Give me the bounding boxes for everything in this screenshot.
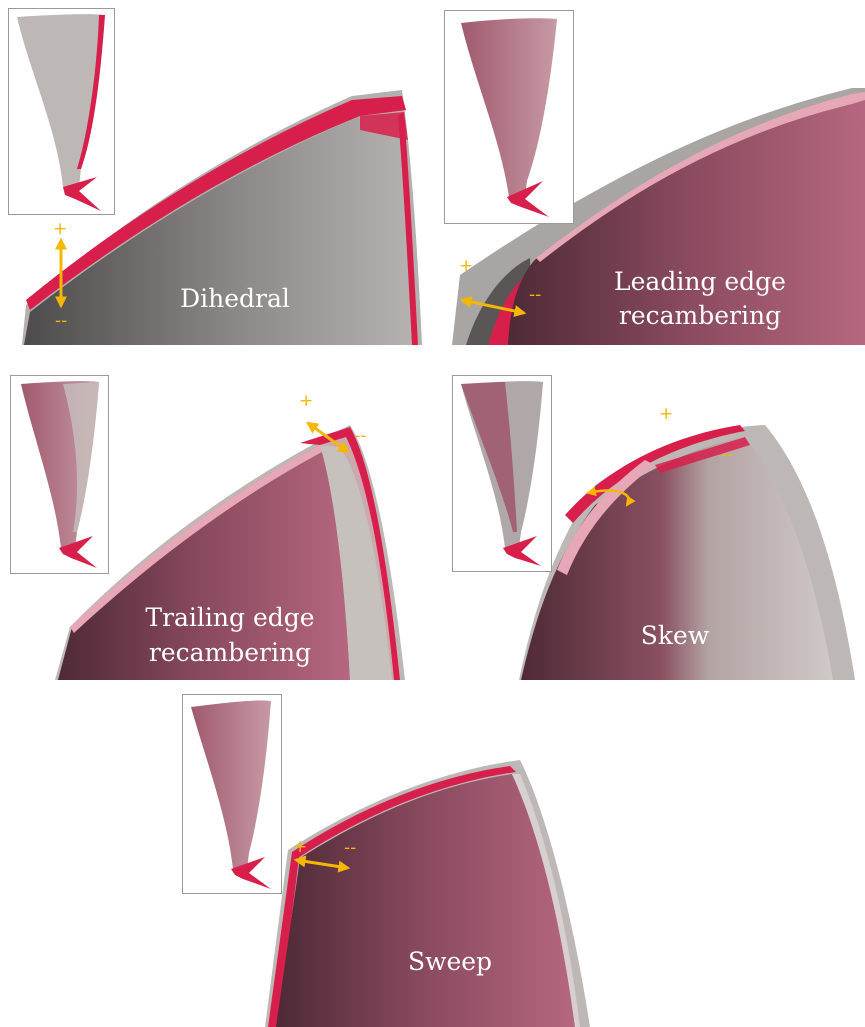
- panel-sweep: + -- Sweep: [180, 690, 605, 1027]
- dihedral-inset-blade: [9, 9, 114, 214]
- skew-inset-blade: [453, 376, 551, 571]
- dihedral-minus-sign: --: [55, 313, 67, 330]
- sweep-caption: Sweep: [400, 946, 500, 977]
- sweep-minus-sign: --: [344, 840, 356, 857]
- panel-skew: + -- Skew: [445, 365, 865, 680]
- panel-trailing-edge: + -- Trailing edge recambering: [0, 365, 430, 680]
- sweep-plus-sign: +: [293, 839, 307, 856]
- trailing-edge-caption-line2: recambering: [130, 637, 330, 668]
- dihedral-caption: Dihedral: [170, 283, 300, 314]
- leading-edge-inset-blade: [445, 11, 573, 223]
- skew-inset: [452, 375, 552, 572]
- trailing-edge-minus-sign: --: [354, 428, 366, 445]
- skew-caption: Skew: [630, 620, 720, 651]
- panel-dihedral: + -- Dihedral: [0, 0, 430, 350]
- leading-edge-inset: [444, 10, 574, 224]
- leading-edge-minus-sign: --: [529, 287, 541, 304]
- dihedral-inset: [8, 8, 115, 215]
- sweep-inset: [182, 694, 282, 894]
- dihedral-plus-sign: +: [53, 221, 67, 238]
- panel-leading-edge: + -- Leading edge recambering: [440, 0, 865, 350]
- leading-edge-plus-sign: +: [459, 258, 473, 275]
- sweep-inset-blade: [183, 695, 281, 893]
- trailing-edge-plus-sign: +: [299, 393, 313, 410]
- skew-plus-sign: +: [659, 406, 673, 423]
- leading-edge-caption-line1: Leading edge: [600, 266, 800, 297]
- skew-minus-sign: --: [721, 447, 733, 464]
- trailing-edge-caption-line1: Trailing edge: [130, 602, 330, 633]
- trailing-edge-inset: [10, 375, 109, 574]
- trailing-edge-inset-blade: [11, 376, 108, 573]
- leading-edge-caption-line2: recambering: [600, 300, 800, 331]
